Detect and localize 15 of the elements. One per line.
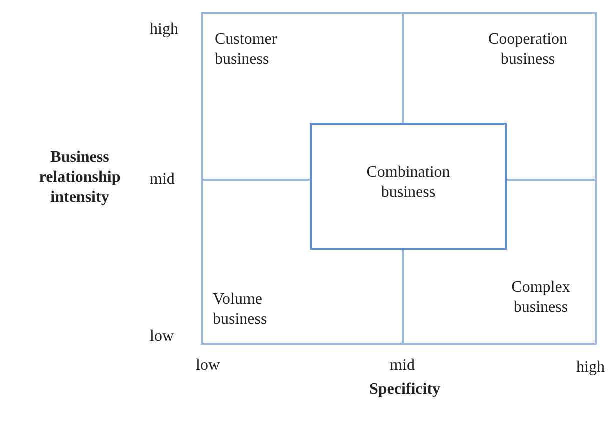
quadrant-label: Volume business [213, 290, 268, 330]
axis-tick-label: high [576, 358, 605, 378]
axis-tick-label: mid [389, 356, 416, 376]
axis-tick-label: low [150, 327, 175, 347]
quadrant-label: Complex business [510, 278, 572, 318]
axis-title: Specificity [368, 380, 442, 400]
quadrant-label: Customer business [215, 30, 278, 70]
axis-tick-label: low [196, 356, 221, 376]
axis-tick-label: high [150, 20, 180, 40]
axis-title: Business relationship intensity [38, 148, 122, 208]
axis-tick-label: mid [150, 170, 176, 190]
matrix-frame [201, 12, 597, 345]
center-box [310, 123, 507, 250]
box-label: Combination business [366, 163, 452, 203]
quadrant-label: Cooperation business [487, 30, 569, 70]
